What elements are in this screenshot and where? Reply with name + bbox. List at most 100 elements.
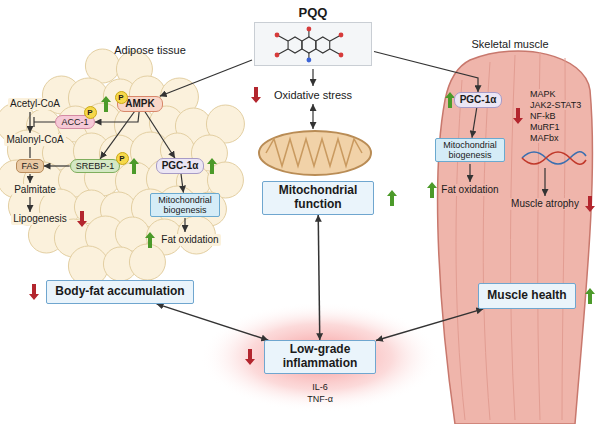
striation <box>562 58 565 420</box>
striation <box>510 55 515 420</box>
mitochondrion-outer <box>259 131 371 175</box>
decrease-arrow <box>585 196 595 212</box>
connector-arrow <box>145 112 175 159</box>
connector-arrow <box>160 60 252 96</box>
process-box: Mitochondrial biogenesis <box>150 193 220 218</box>
node-text: P <box>117 153 128 164</box>
dna-strand <box>522 152 586 164</box>
molecule-atom <box>307 58 312 63</box>
increase-arrow <box>129 158 139 174</box>
pathway-arrow <box>29 197 30 212</box>
connector-arrow <box>95 112 140 122</box>
striation <box>456 80 465 420</box>
node-text: SREBP-1 <box>76 161 115 171</box>
annotation-label: TNF-α <box>305 394 335 404</box>
node-text: AMPK <box>125 98 154 110</box>
decrease-arrow <box>513 108 523 124</box>
node-text: PGC-1α <box>162 160 199 172</box>
annotation-label: Malonyl-CoA <box>4 134 65 146</box>
molecule-atom <box>307 27 312 32</box>
striation <box>483 62 490 420</box>
connector-arrow <box>100 112 134 159</box>
pathway-arrow <box>312 69 313 86</box>
annotation-label: Lipogenesis <box>11 213 68 225</box>
annotation-label: MAPK <box>528 89 558 99</box>
inhibition-line <box>34 117 57 127</box>
phospho-badge: P <box>84 106 97 119</box>
connector-arrow <box>181 174 183 193</box>
annotation-label: MuRF1 <box>528 122 562 132</box>
decrease-arrow <box>77 211 87 227</box>
annotation-label: Skeletal muscle <box>469 38 550 51</box>
node-text: Mitochondrial function <box>271 184 365 212</box>
adipose-cells <box>0 49 244 286</box>
molecule-ring <box>288 37 302 53</box>
dna-helix <box>522 152 586 165</box>
increase-arrow <box>145 232 155 248</box>
annotation-label: JAK2-STAT3 <box>528 100 583 110</box>
outcome-box: Body-fat accumulation <box>46 280 193 304</box>
pathway-arrow <box>544 168 545 196</box>
molecule-atom <box>339 53 344 58</box>
molecule-atom <box>339 33 344 38</box>
pathway-lines <box>30 69 545 232</box>
connector-arrow <box>44 165 70 166</box>
pathway-arrow <box>184 218 185 232</box>
decrease-arrow <box>29 284 39 300</box>
mitochondrion <box>259 131 371 175</box>
annotation-label: IL-6 <box>310 382 330 392</box>
annotation-label: Palmitate <box>12 184 58 196</box>
coactivator-box: PGC-1α <box>454 92 503 108</box>
increase-arrow <box>101 96 111 112</box>
annotation-label: Adipose tissue <box>112 44 188 57</box>
node-text: P <box>85 107 96 118</box>
connector-arrow <box>374 52 478 93</box>
annotation-label: Fat oxidation <box>159 234 220 246</box>
enzyme-box: FAS <box>16 159 43 173</box>
mitochondrion-cristae <box>266 139 362 166</box>
node-text: PQQ <box>254 6 372 21</box>
node-text: Mitochondrial biogenesis <box>155 195 215 216</box>
molecule-ring <box>302 37 316 53</box>
annotation-label: Oxidative stress <box>272 89 354 102</box>
connector-arrow <box>376 309 483 341</box>
outcome-box: Mitochondrial function <box>262 181 374 215</box>
annotation-label: MAFbx <box>528 133 561 143</box>
decrease-arrow <box>245 349 255 365</box>
decrease-arrow <box>251 87 261 103</box>
increase-arrow <box>207 158 217 174</box>
phospho-badge: P <box>116 152 129 165</box>
annotation-label: Acetyl-CoA <box>8 98 62 110</box>
increase-arrow <box>585 288 595 304</box>
outcome-box: Muscle health <box>478 283 575 309</box>
molecule-ring <box>316 37 330 53</box>
annotation-label: Muscle atrophy <box>509 198 581 210</box>
pathway-arrow <box>312 104 313 129</box>
node-text: Body-fat accumulation <box>55 285 184 299</box>
molecule-atom <box>275 33 280 38</box>
node-text: PGC-1α <box>460 94 497 106</box>
coactivator-box: PGC-1α <box>156 158 205 174</box>
annotation-label: NF-kB <box>528 111 558 121</box>
annotation-label: Fat oxidation <box>439 184 500 196</box>
fat-cell <box>129 244 165 280</box>
phospho-badge: P <box>115 91 128 104</box>
pathway-arrow <box>469 164 470 182</box>
node-text: P <box>116 92 127 103</box>
pathway-line <box>29 147 30 158</box>
increase-arrow <box>387 190 397 206</box>
increase-arrow <box>427 182 437 198</box>
node-text: FAS <box>21 161 38 171</box>
molecule-structure <box>254 22 372 66</box>
connector-arrow <box>318 215 320 340</box>
factor-box: SREBP-1 <box>70 159 121 173</box>
node-text: Low-grade inflammation <box>273 343 367 371</box>
outcome-box: Low-grade inflammation <box>264 340 376 374</box>
connector-arrow <box>472 108 477 138</box>
muscle-illustration <box>438 51 593 424</box>
node-text: Mitochondrial biogenesis <box>440 140 500 161</box>
node-text: Muscle health <box>487 289 566 303</box>
pathway-arrow <box>29 112 30 133</box>
process-box: Mitochondrial biogenesis <box>435 138 505 163</box>
